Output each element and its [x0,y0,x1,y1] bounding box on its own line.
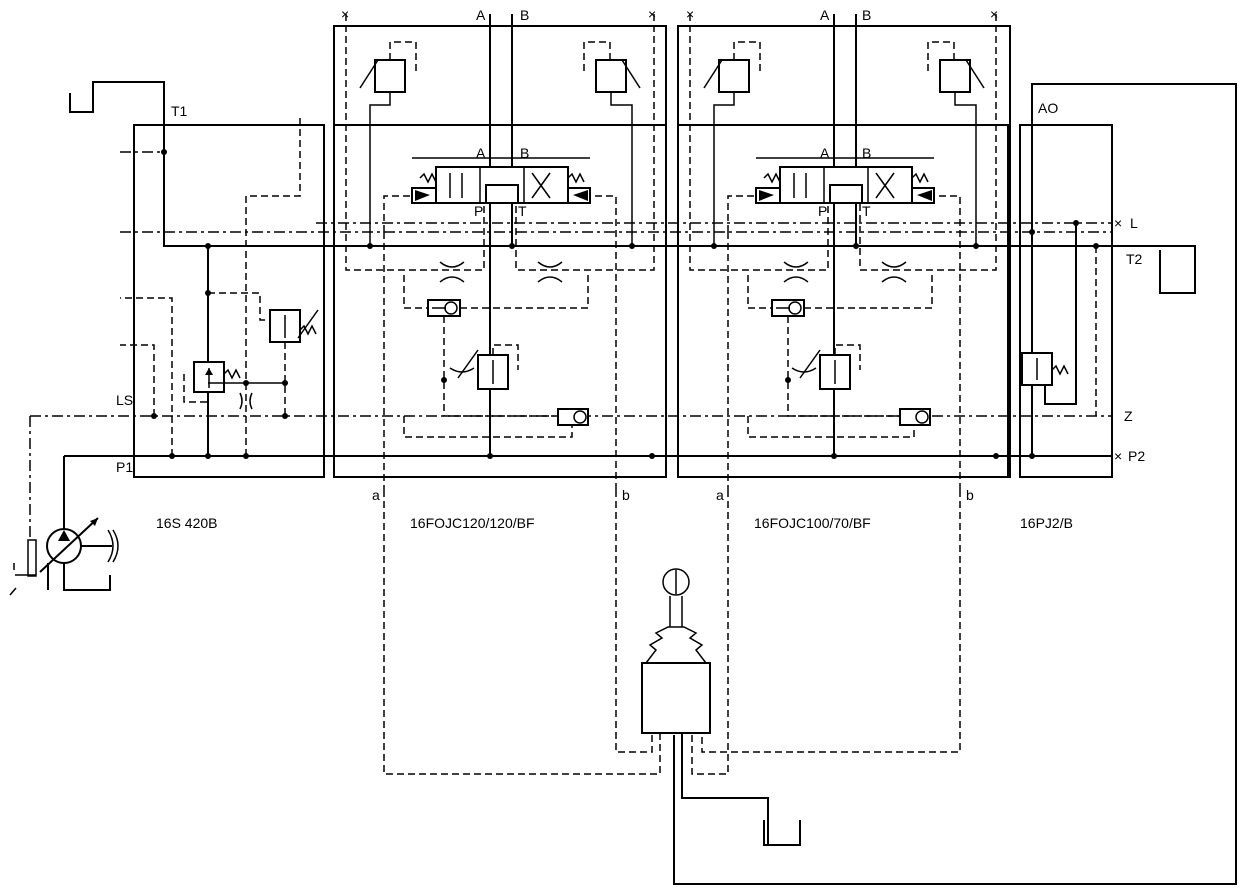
port-labels: T1 LS P1 AO L T2 Z P2 A B A B P T A B A … [116,7,1145,503]
joystick-bellows [645,626,707,664]
cross-mark: × [648,6,656,22]
port-label-l: L [1130,215,1138,231]
port-relief-valve-b2 [939,59,971,93]
work-section-2-internals [689,14,999,490]
tank-t3-symbol [763,820,801,846]
valve-2-port-a: A [820,145,830,161]
tank-t1-symbol [69,93,94,113]
port-relief-valve-a2 [718,59,750,93]
port-label-z: Z [1124,408,1133,424]
section-name-work-1: 16FOJC120/120/BF [410,515,535,531]
cross-mark: × [686,6,694,22]
cross-mark: × [1114,448,1122,464]
pilot-port-b-1: b [622,487,630,503]
shuttle-valve-2-bottom [899,408,931,426]
work-section-2-port-block [677,25,1011,126]
port-label-b-top-1: B [520,7,529,23]
valve-2-port-b: B [862,145,871,161]
galleries [29,124,1196,540]
pump-assembly [9,81,165,596]
valve-1-port-b: B [520,145,529,161]
cross-marks: × × × × × × [341,6,1122,464]
work-section-1-internals [345,14,655,490]
cross-mark: × [990,6,998,22]
port-label-t2: T2 [1126,251,1143,267]
port-label-a-top-2: A [820,7,830,23]
valve-2-port-t: T [862,203,871,219]
cross-mark: × [341,6,349,22]
section-name-work-2: 16FOJC100/70/BF [754,515,871,531]
pilot-control-circuit [383,490,961,846]
inlet-section-internals [120,115,319,459]
section-name-end: 16PJ2/B [1020,515,1073,531]
inlet-section-block [133,124,325,478]
valve-2-port-p: P [818,203,827,219]
section-blocks [133,25,1113,478]
valve-1-port-p: P [474,203,483,219]
pilot-port-a-2: a [716,487,724,503]
port-relief-valve-b1 [595,59,627,93]
shuttle-valve-1-bottom [557,408,589,426]
joystick-body [641,662,711,734]
work-section-1-port-block [333,25,667,126]
section-name-inlet: 16S 420B [156,515,218,531]
pilot-port-a-1: a [372,487,380,503]
port-label-p1: P1 [116,459,133,475]
port-label-ls: LS [116,392,133,408]
port-label-a-top-1: A [476,7,486,23]
port-label-b-top-2: B [862,7,871,23]
end-section-block [1019,124,1113,478]
end-section-internals [673,83,1237,885]
port-label-ao: AO [1038,100,1058,116]
cross-mark: × [1114,215,1122,231]
valve-1-port-t: T [518,203,527,219]
port-relief-valve-a1 [374,59,406,93]
valve-1-port-a: A [476,145,486,161]
port-label-p2: P2 [1128,448,1145,464]
section-names: 16S 420B 16FOJC120/120/BF 16FOJC100/70/B… [156,515,1073,531]
port-label-t1: T1 [171,103,188,119]
joystick-knob [662,568,690,596]
pilot-port-b-2: b [966,487,974,503]
